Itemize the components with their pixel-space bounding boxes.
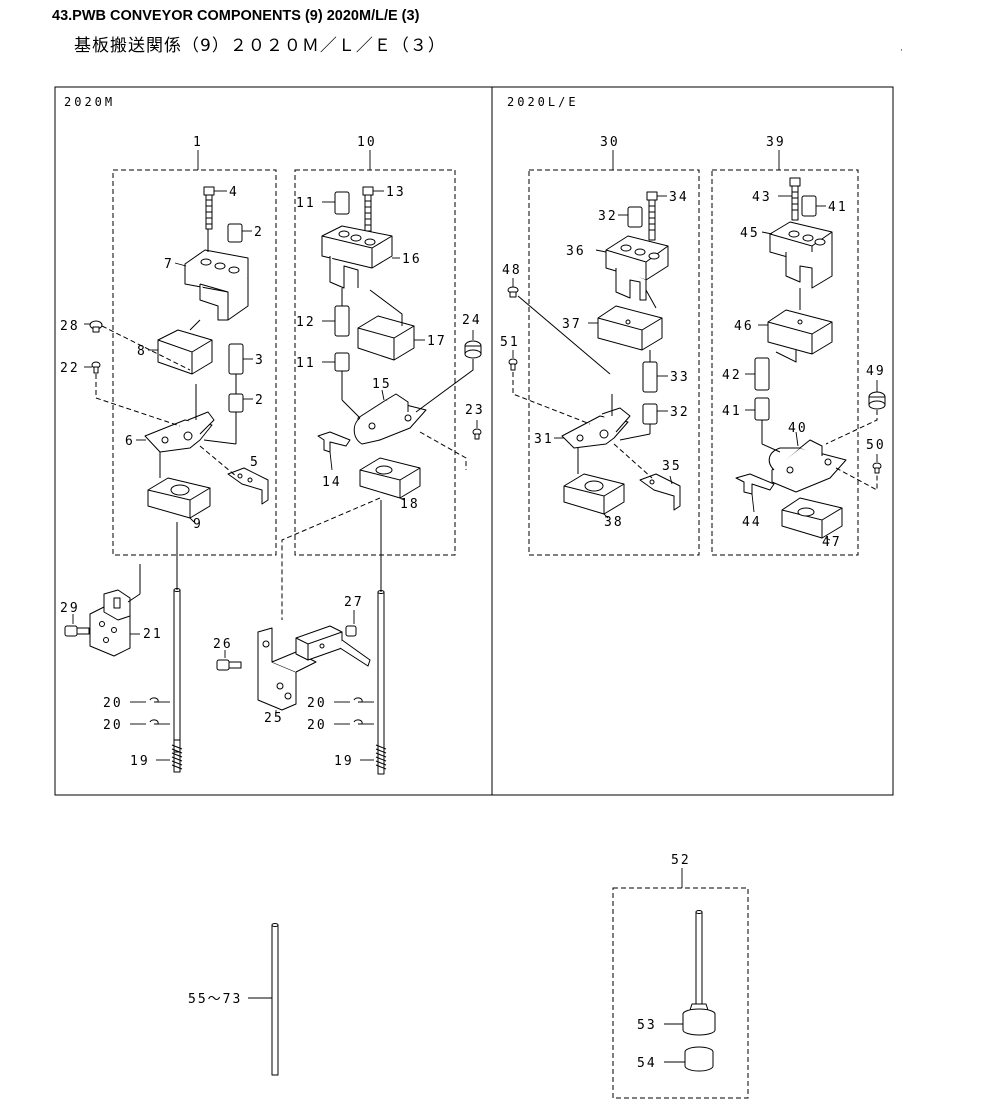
label-part-27: 27 bbox=[344, 595, 364, 610]
label-part-18: 18 bbox=[400, 497, 420, 512]
label-part-20-b: 20 bbox=[103, 718, 123, 733]
label-part-9: 9 bbox=[193, 517, 203, 532]
label-part-22: 22 bbox=[60, 361, 80, 376]
label-part-38: 38 bbox=[604, 515, 624, 530]
label-part-11-bottom: 11 bbox=[296, 356, 316, 371]
label-part-46: 46 bbox=[734, 319, 754, 334]
label-part-6: 6 bbox=[125, 434, 135, 449]
label-part-28: 28 bbox=[60, 319, 80, 334]
page-title: 43.PWB CONVEYOR COMPONENTS (9) 2020M/L/E… bbox=[52, 8, 420, 24]
label-part-32-top: 32 bbox=[598, 209, 618, 224]
label-part-16: 16 bbox=[402, 252, 422, 267]
label-part-25: 25 bbox=[264, 711, 284, 726]
label-part-33: 33 bbox=[670, 370, 690, 385]
label-part-5: 5 bbox=[250, 455, 260, 470]
assembly-30-parts bbox=[507, 191, 681, 519]
label-part-1: 1 bbox=[193, 135, 203, 150]
assembly-box-30 bbox=[528, 169, 700, 556]
assembly-39-parts bbox=[735, 177, 886, 541]
part-number-labels: 1 10 30 39 4 2 7 28 8 3 22 2 6 5 9 11 13… bbox=[60, 135, 886, 1071]
assembly-10-parts bbox=[317, 186, 427, 501]
label-part-41-bottom: 41 bbox=[722, 404, 742, 419]
label-part-41-top: 41 bbox=[828, 200, 848, 215]
label-part-48: 48 bbox=[502, 263, 522, 278]
label-part-26: 26 bbox=[213, 637, 233, 652]
assembly-box-10 bbox=[294, 169, 456, 556]
label-part-19-a: 19 bbox=[130, 754, 150, 769]
label-part-49: 49 bbox=[866, 364, 886, 379]
label-part-36: 36 bbox=[566, 244, 586, 259]
label-part-31: 31 bbox=[534, 432, 554, 447]
assembly-box-1 bbox=[112, 169, 277, 556]
label-part-2-top: 2 bbox=[254, 225, 264, 240]
label-part-32-bottom: 32 bbox=[670, 405, 690, 420]
label-part-37: 37 bbox=[562, 317, 582, 332]
label-part-7: 7 bbox=[164, 257, 174, 272]
label-part-24: 24 bbox=[462, 313, 482, 328]
lower-left-parts bbox=[64, 500, 387, 775]
label-part-43: 43 bbox=[752, 190, 772, 205]
page-subtitle-japanese: 基板搬送関係（9）２０２０Ｍ／Ｌ／Ｅ（３） bbox=[74, 36, 446, 56]
label-part-17: 17 bbox=[427, 334, 447, 349]
label-part-12: 12 bbox=[296, 315, 316, 330]
label-part-4: 4 bbox=[229, 185, 239, 200]
label-part-19-b: 19 bbox=[334, 754, 354, 769]
left-floating-parts bbox=[84, 320, 482, 620]
label-part-47: 47 bbox=[822, 535, 842, 550]
assembly-box-52 bbox=[612, 887, 749, 1099]
label-part-15: 15 bbox=[372, 377, 392, 392]
label-part-3: 3 bbox=[255, 353, 265, 368]
label-part-34: 34 bbox=[669, 190, 689, 205]
label-part-11-top: 11 bbox=[296, 196, 316, 211]
label-part-23: 23 bbox=[465, 403, 485, 418]
label-part-14: 14 bbox=[322, 475, 342, 490]
rod-55-73 bbox=[248, 923, 279, 1076]
label-part-2-bottom: 2 bbox=[255, 393, 265, 408]
section-label-2020le: 2020L/E bbox=[507, 95, 579, 109]
assembly-box-39 bbox=[711, 169, 859, 556]
label-part-53: 53 bbox=[637, 1018, 657, 1033]
label-part-40: 40 bbox=[788, 421, 808, 436]
label-part-52: 52 bbox=[671, 853, 691, 868]
label-part-55-73: 55～73 bbox=[188, 992, 242, 1007]
label-part-39: 39 bbox=[766, 135, 786, 150]
label-part-35: 35 bbox=[662, 459, 682, 474]
stray-mark: · bbox=[900, 46, 903, 56]
label-part-30: 30 bbox=[600, 135, 620, 150]
assembly-52-parts bbox=[664, 910, 716, 1072]
label-part-29: 29 bbox=[60, 601, 80, 616]
label-part-20-a: 20 bbox=[103, 696, 123, 711]
frame-2020le bbox=[491, 86, 894, 796]
label-part-10: 10 bbox=[357, 135, 377, 150]
label-part-13: 13 bbox=[386, 185, 406, 200]
assembly-1-parts bbox=[136, 186, 269, 523]
label-part-20-d: 20 bbox=[307, 718, 327, 733]
section-label-2020m: 2020M bbox=[64, 95, 115, 109]
label-part-50: 50 bbox=[866, 438, 886, 453]
label-part-54: 54 bbox=[637, 1056, 657, 1071]
label-part-21: 21 bbox=[143, 627, 163, 642]
label-part-8: 8 bbox=[137, 344, 147, 359]
label-part-45: 45 bbox=[740, 226, 760, 241]
label-part-42: 42 bbox=[722, 368, 742, 383]
label-part-20-c: 20 bbox=[307, 696, 327, 711]
label-part-44: 44 bbox=[742, 515, 762, 530]
label-part-51: 51 bbox=[500, 335, 520, 350]
